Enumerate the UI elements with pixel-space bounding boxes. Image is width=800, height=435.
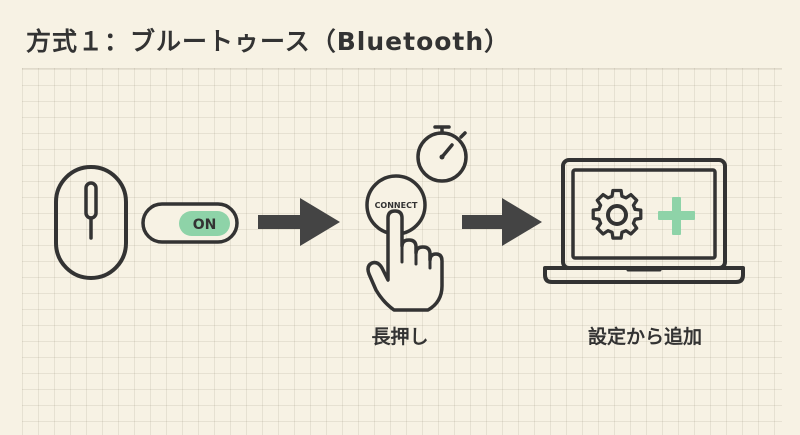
connect-button-icon: CONNECT	[365, 174, 427, 236]
gear-icon	[591, 188, 643, 240]
arrow-right-icon	[258, 198, 340, 246]
connect-label: CONNECT	[375, 201, 418, 210]
step-caption-add-from-settings: 設定から追加	[587, 326, 702, 348]
plus-icon	[658, 197, 695, 235]
page-title: 方式１：ブルートゥース（Bluetooth）	[26, 27, 511, 56]
mouse-icon	[54, 165, 128, 280]
laptop-icon	[543, 158, 745, 284]
stopwatch-icon	[416, 125, 468, 183]
pointing-hand-icon	[366, 209, 444, 312]
arrow-right-icon	[462, 198, 542, 246]
toggle-on-label: ON	[193, 217, 217, 233]
step-caption-long-press: 長押し	[371, 326, 429, 348]
toggle-switch-icon: ON	[141, 202, 239, 244]
